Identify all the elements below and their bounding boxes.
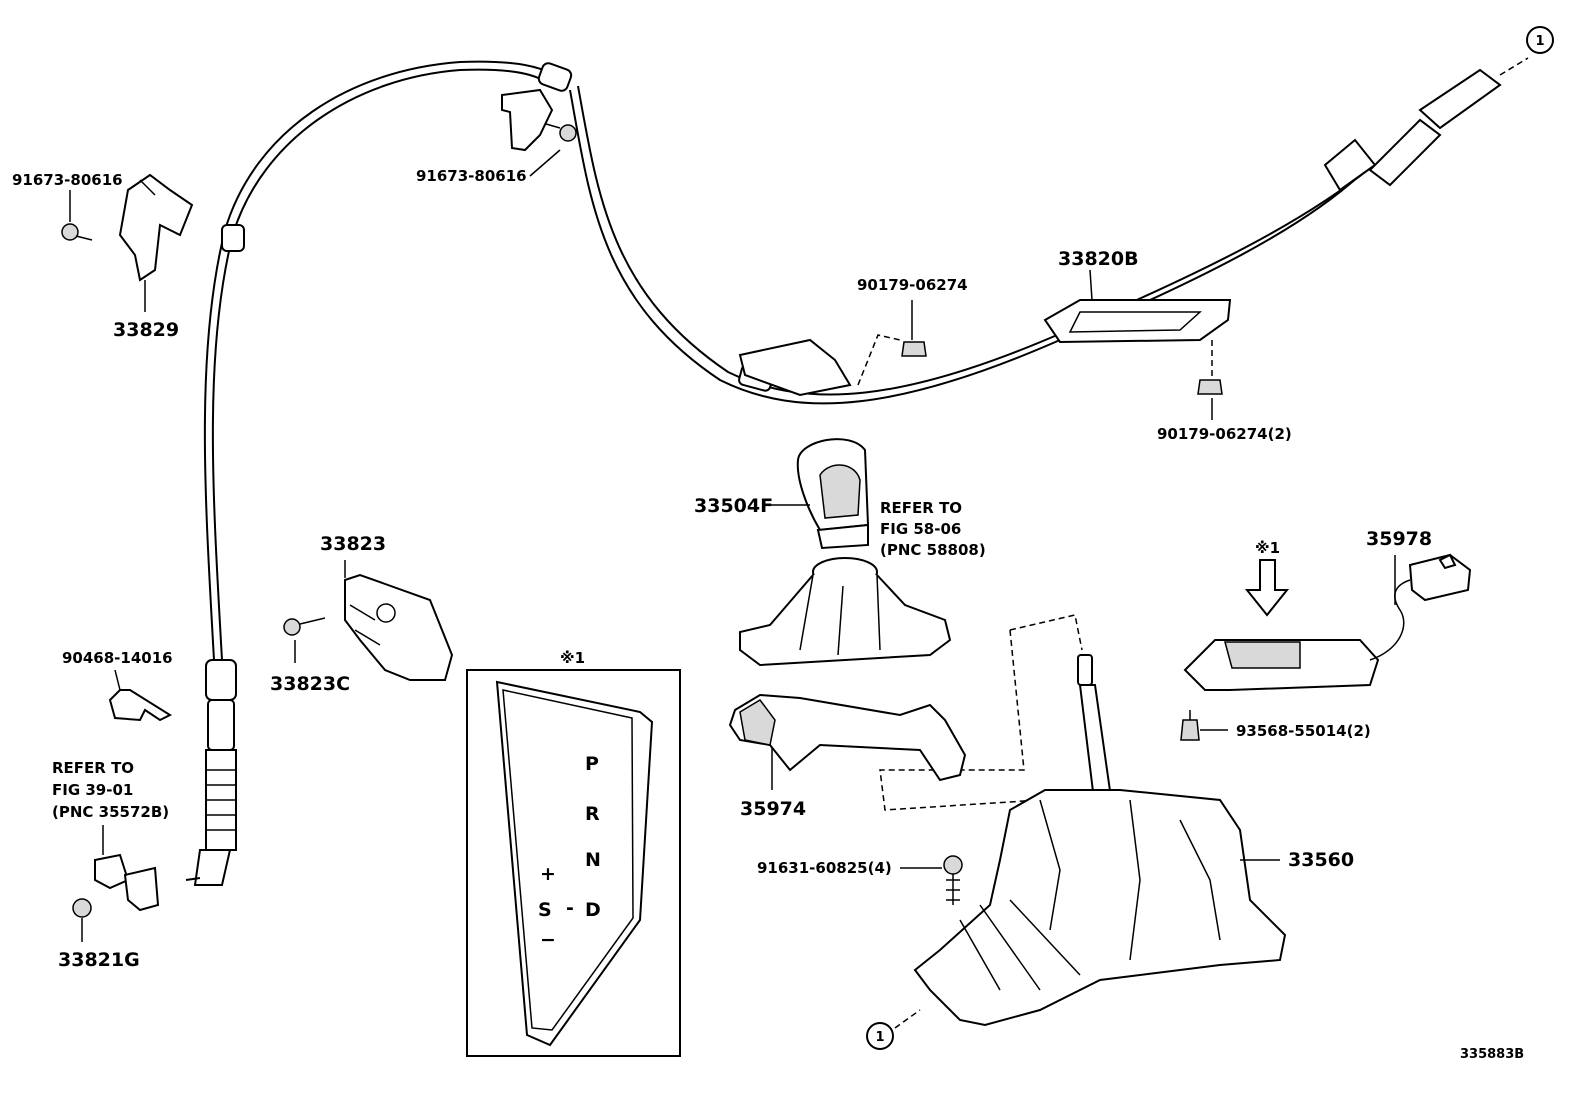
circle-ref-bottom-text: 1 [875,1030,884,1045]
cable-bracket-mid [738,338,852,397]
switch-35978 [1183,553,1472,691]
lock-35572b [94,853,160,912]
gate-letter-d: D [585,899,601,921]
cable-plate-33820b [1043,299,1232,344]
label-33820b: 33820B [1058,248,1139,270]
shift-cover [739,557,952,667]
refer-note-1-line2: FIG 58-06 [880,520,961,538]
arrow-down-icon [1244,559,1290,617]
figure-id: 335883B [1460,1047,1524,1062]
label-90179-06274: 90179-06274 [857,276,968,294]
label-90179-06274-2: 90179-06274(2) [1157,425,1292,443]
label-33829: 33829 [113,319,179,341]
gate-letter-r: R [585,803,600,825]
gate-plus: + [540,863,556,885]
shift-lever-assembly-33560 [913,654,1287,1027]
plate-33823 [344,573,454,681]
note-mark-switch: ※1 [1255,539,1280,557]
gate-indicator-box [466,669,681,1057]
gate-dash: - [566,897,574,919]
note-mark-gate: ※1 [560,649,585,667]
refer-note-2-line2: FIG 39-01 [52,781,133,799]
circle-ref-top-text: 1 [1535,34,1544,49]
circle-ref-top [1526,26,1554,54]
label-33504f: 33504F [694,495,773,517]
bolt-91673-mid [545,123,577,142]
clip-90468 [108,689,173,722]
label-33560: 33560 [1288,849,1354,871]
gate-letter-s: S [538,899,552,921]
label-91673-80616-left: 91673-80616 [12,171,123,189]
gate-letter-p: P [585,753,599,775]
label-91673-80616-mid: 91673-80616 [416,167,527,185]
label-33821g: 33821G [58,949,140,971]
circle-ref-bottom [866,1022,894,1050]
bolt-91673-left [61,223,93,241]
gate-letter-n: N [585,849,601,871]
nut-90179-2 [1197,379,1223,395]
label-91631-60825: 91631-60825(4) [757,859,892,877]
refer-note-2-line3: (PNC 35572B) [52,803,169,821]
refer-note-1-line3: (PNC 58808) [880,541,986,559]
bolt-93568 [1180,710,1200,741]
refer-note-2-line1: REFER TO [52,759,134,777]
label-33823: 33823 [320,533,386,555]
shift-knob-33504f [796,438,870,550]
nut-90179 [901,341,927,357]
nut-33821g [72,898,92,918]
cable-bracket-top [501,88,554,152]
indicator-housing-35974 [728,693,967,782]
gate-minus: − [540,929,556,951]
label-35974: 35974 [740,798,806,820]
label-33823c: 33823C [270,673,350,695]
bolt-91631 [943,855,963,905]
label-93568-55014: 93568-55014(2) [1236,722,1371,740]
label-35978: 35978 [1366,528,1432,550]
bracket-33829 [118,173,194,282]
bolt-33823c [283,617,326,636]
label-90468-14016: 90468-14016 [62,649,173,667]
refer-note-1-line1: REFER TO [880,499,962,517]
